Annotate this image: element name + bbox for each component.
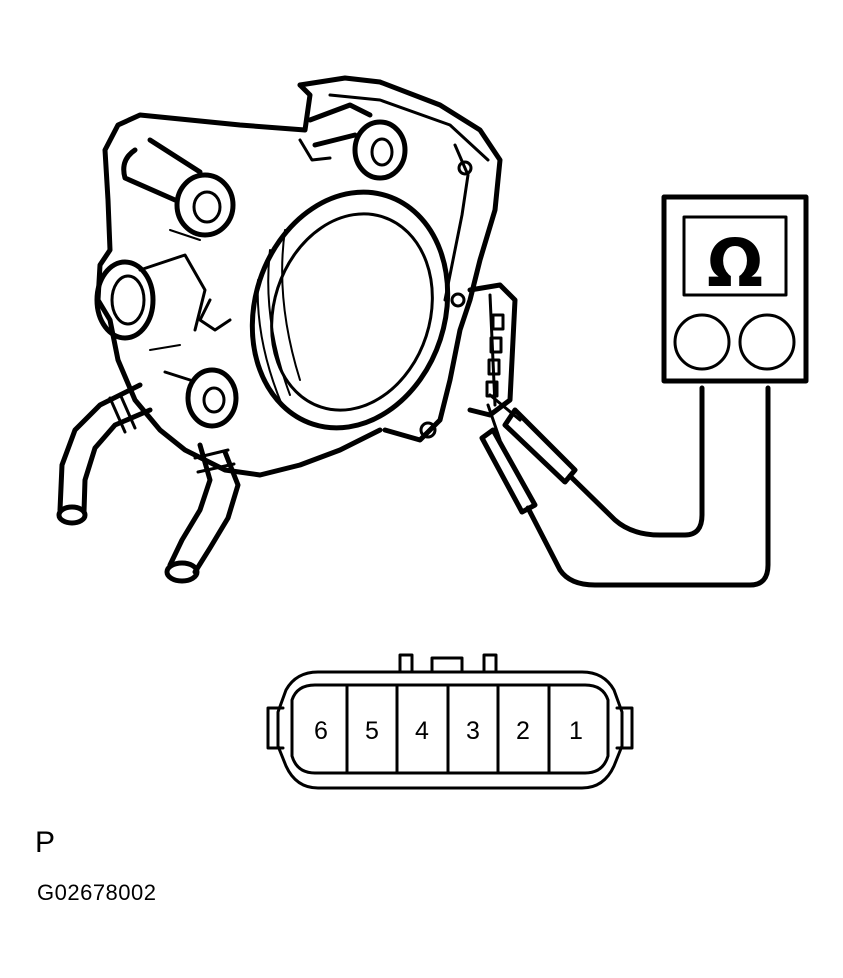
connector-pin-2: 2: [516, 717, 530, 745]
connector-pin-4: 4: [415, 717, 429, 745]
ohm-symbol-icon: Ω: [707, 225, 763, 302]
throttle-body: [56, 75, 518, 584]
tester-probes: [479, 393, 578, 515]
meter-jack-right: [738, 313, 796, 371]
connector-pin-5: 5: [365, 717, 379, 745]
view-label: P: [35, 826, 56, 859]
connector-pin-3: 3: [466, 717, 480, 745]
tester-leads: [525, 385, 771, 588]
figure-code: G02678002: [37, 880, 157, 905]
connector-front-view: 6 5 4 3 2 1: [266, 653, 634, 790]
connector-pin-6: 6: [314, 717, 328, 745]
meter-jack-left: [673, 313, 731, 371]
connector-pin-1: 1: [569, 717, 583, 745]
ohmmeter: Ω: [661, 194, 809, 384]
